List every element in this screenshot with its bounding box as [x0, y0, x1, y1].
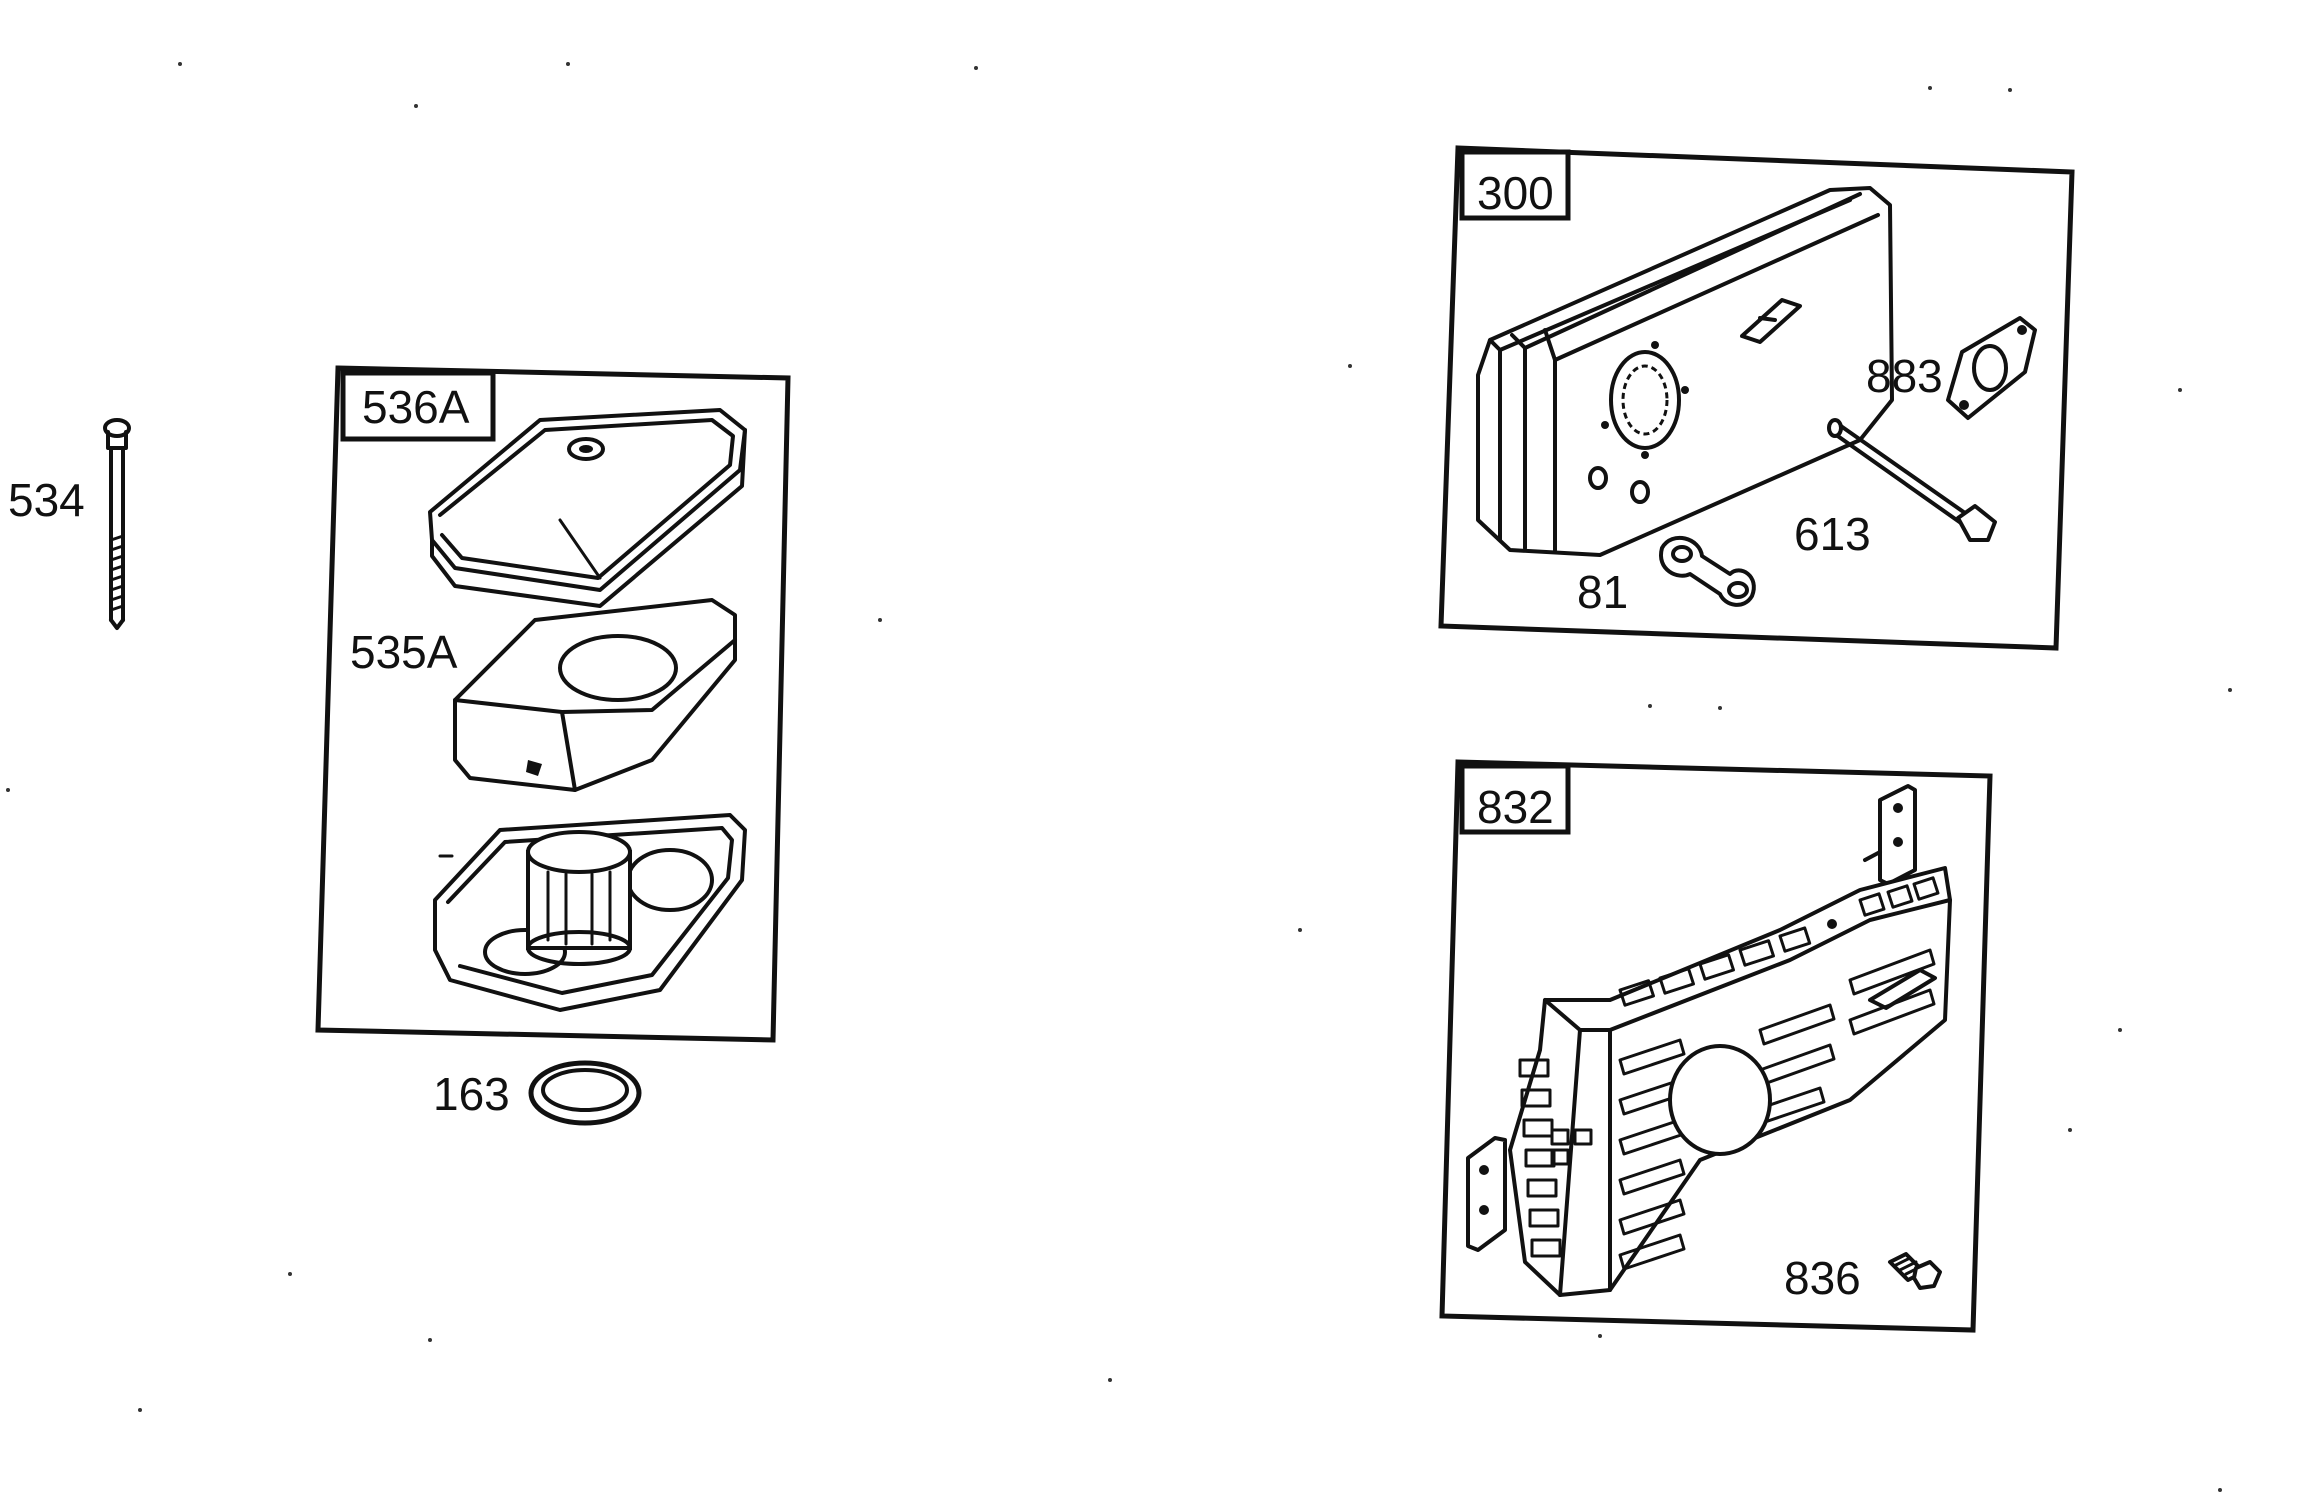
air-cleaner-base-drawing [433, 813, 747, 1012]
label-836: 836 [1784, 1252, 1861, 1304]
stud-drawing [1827, 418, 1997, 542]
label-613: 613 [1794, 508, 1871, 560]
seal-ring-drawing [528, 1060, 642, 1126]
muffler-drawing [1476, 186, 1894, 557]
label-536A: 536A [362, 381, 470, 433]
lock-plate-drawing [1659, 536, 1756, 607]
air-filter-drawing [453, 598, 737, 792]
muffler-guard-box [1439, 759, 1993, 1333]
label-300: 300 [1477, 167, 1554, 219]
label-883: 883 [1866, 350, 1943, 402]
label-832: 832 [1477, 781, 1554, 833]
label-81: 81 [1577, 566, 1628, 618]
scan-specks [6, 62, 2232, 1492]
label-534: 534 [8, 474, 85, 526]
muffler-guard-drawing [1466, 784, 1952, 1297]
label-163: 163 [433, 1068, 510, 1120]
bolt-534-drawing [103, 418, 131, 630]
muffler-box [1438, 145, 2075, 651]
air-cleaner-cover-drawing [428, 408, 747, 608]
label-535A: 535A [350, 626, 458, 678]
screw-drawing [1888, 1252, 1942, 1290]
air-cleaner-box [315, 365, 791, 1043]
gasket-drawing [1946, 316, 2037, 420]
